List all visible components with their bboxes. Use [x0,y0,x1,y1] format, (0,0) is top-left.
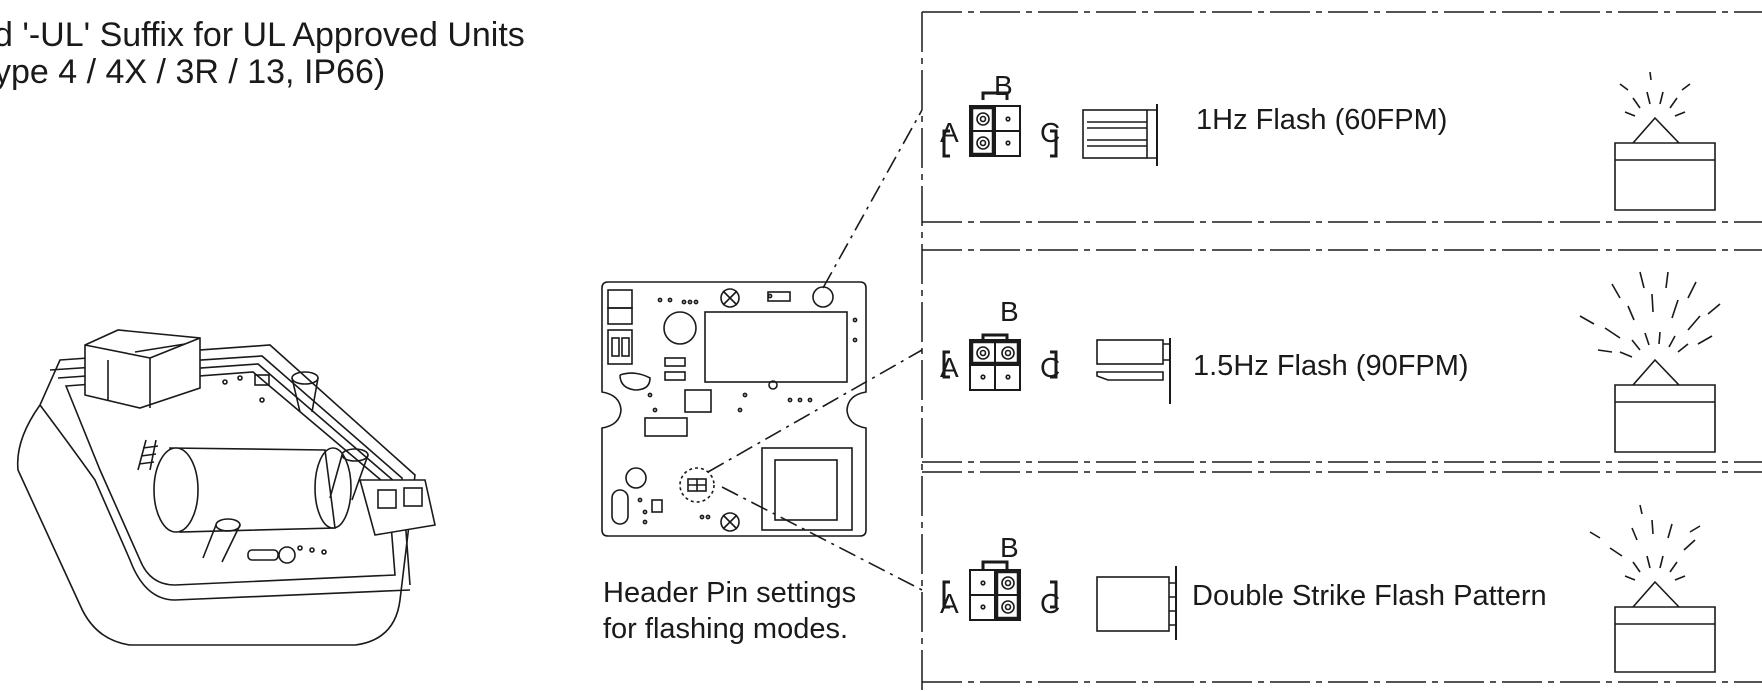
pcb-board [601,281,867,537]
mode-label-1-5hz: 1.5Hz Flash (90FPM) [1193,350,1469,382]
header-line-1: d '-UL' Suffix for UL Approved Units [0,16,525,54]
jumper-side-view-1-5hz [1096,338,1171,404]
pin-label-c-2: C [1040,352,1061,383]
leader-lines [707,109,923,591]
header-pin-1-5hz [942,333,1058,391]
caption-line-1: Header Pin settings [603,577,857,609]
header-pin-1hz [942,91,1058,158]
pin-label-a-3: A [940,588,959,619]
pin-label-b-2: B [1000,296,1019,327]
pin-label-a-2: A [940,352,959,383]
pin-label-a-1: A [940,117,959,148]
enclosure-illustration [16,329,436,646]
jumper-side-view-1hz [1082,104,1158,166]
light-flash-1-5hz-icon [1579,271,1721,453]
mode-label-double-strike: Double Strike Flash Pattern [1192,580,1547,612]
jumper-side-view-double-strike [1096,566,1177,640]
pin-label-b-1: B [994,70,1013,101]
pin-label-c-3: C [1040,588,1061,619]
light-flash-double-strike-icon [1589,504,1716,673]
panel-borders [921,11,1762,691]
caption-line-2: for flashing modes. [603,613,849,645]
mode-label-1hz: 1Hz Flash (60FPM) [1196,104,1448,136]
header-pin-double-strike [942,560,1058,621]
light-flash-1hz-icon [1614,71,1716,211]
header-line-2: ype 4 / 4X / 3R / 13, IP66) [0,53,386,91]
pin-label-b-3: B [1000,532,1019,563]
pin-label-c-1: C [1040,117,1061,148]
